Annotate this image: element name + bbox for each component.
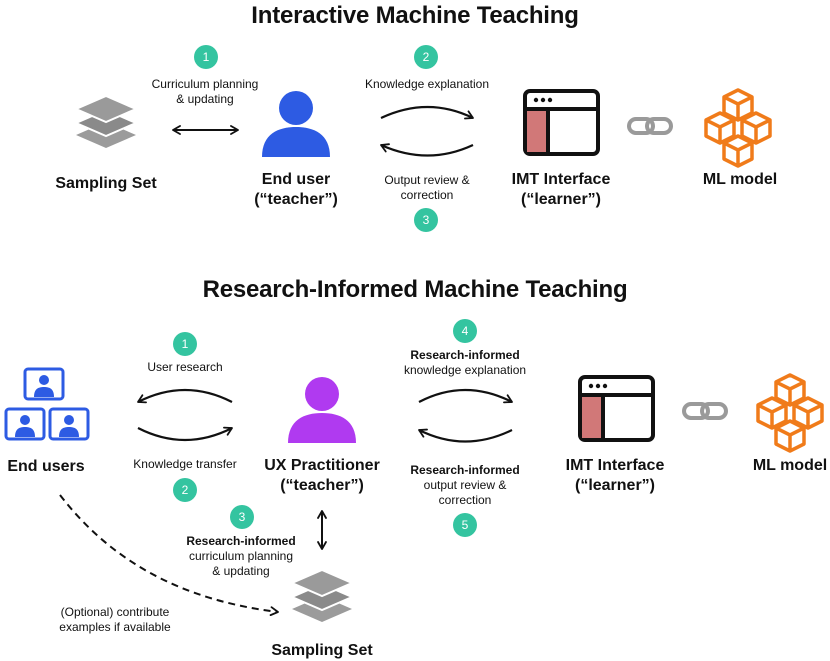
label-imt-interface: IMT Interface(“learner”)	[565, 457, 665, 494]
arrow-ri-review	[418, 428, 513, 443]
cubes-icon	[756, 373, 824, 453]
layers-icon	[73, 94, 139, 148]
label-end-user: End user(“teacher”)	[254, 171, 338, 208]
label-sampling-set: Sampling Set	[271, 642, 373, 659]
label-ml-model: ML model	[752, 457, 828, 474]
step-label-explanation: Knowledge explanation	[364, 77, 490, 91]
label-ux-practitioner: UX Practitioner(“teacher”)	[264, 457, 380, 494]
arrow-review	[380, 143, 474, 157]
label-sampling-set: Sampling Set	[55, 175, 157, 192]
user-icon	[288, 377, 356, 443]
window-icon	[578, 375, 655, 442]
step-label-ri-curriculum: Research-informed curriculum planning & …	[186, 534, 296, 578]
link-icon	[627, 117, 673, 135]
section-title-imt: Interactive Machine Teaching	[251, 2, 579, 29]
label-imt-interface: IMT Interface(“learner”)	[511, 171, 611, 208]
link-icon	[682, 402, 728, 420]
step-label-curriculum: Curriculum planning& updating	[151, 77, 259, 106]
arrow-user-research	[137, 388, 233, 404]
cubes-icon	[704, 88, 772, 168]
step-badge-1: 1	[194, 45, 218, 69]
arrow-ri-explanation	[418, 388, 513, 404]
step-badge-5: 5	[453, 513, 477, 537]
users-group-icon	[4, 367, 90, 441]
step-badge-1: 1	[173, 332, 197, 356]
label-ml-model: ML model	[702, 171, 778, 188]
layers-icon	[289, 568, 355, 622]
step-badge-3: 3	[414, 208, 438, 232]
section-title-rimt: Research-Informed Machine Teaching	[202, 276, 628, 303]
label-end-users: End users	[7, 458, 85, 475]
step-label-knowledge-transfer: Knowledge transfer	[133, 457, 237, 471]
step-label-ri-explanation: Research-informed knowledge explanation	[403, 348, 527, 377]
user-icon	[262, 91, 330, 157]
window-icon	[523, 89, 600, 156]
step-label-ri-review: Research-informed output review & correc…	[410, 463, 520, 507]
dashed-arrow-optional	[59, 494, 279, 617]
step-badge-2: 2	[173, 478, 197, 502]
step-label-review: Output review &correction	[384, 173, 470, 202]
arrow-explanation	[380, 105, 474, 120]
arrow-knowledge-transfer	[137, 426, 233, 442]
step-badge-4: 4	[453, 319, 477, 343]
step-badge-2: 2	[414, 45, 438, 69]
step-label-user-research: User research	[147, 360, 223, 374]
step-badge-3: 3	[230, 505, 254, 529]
